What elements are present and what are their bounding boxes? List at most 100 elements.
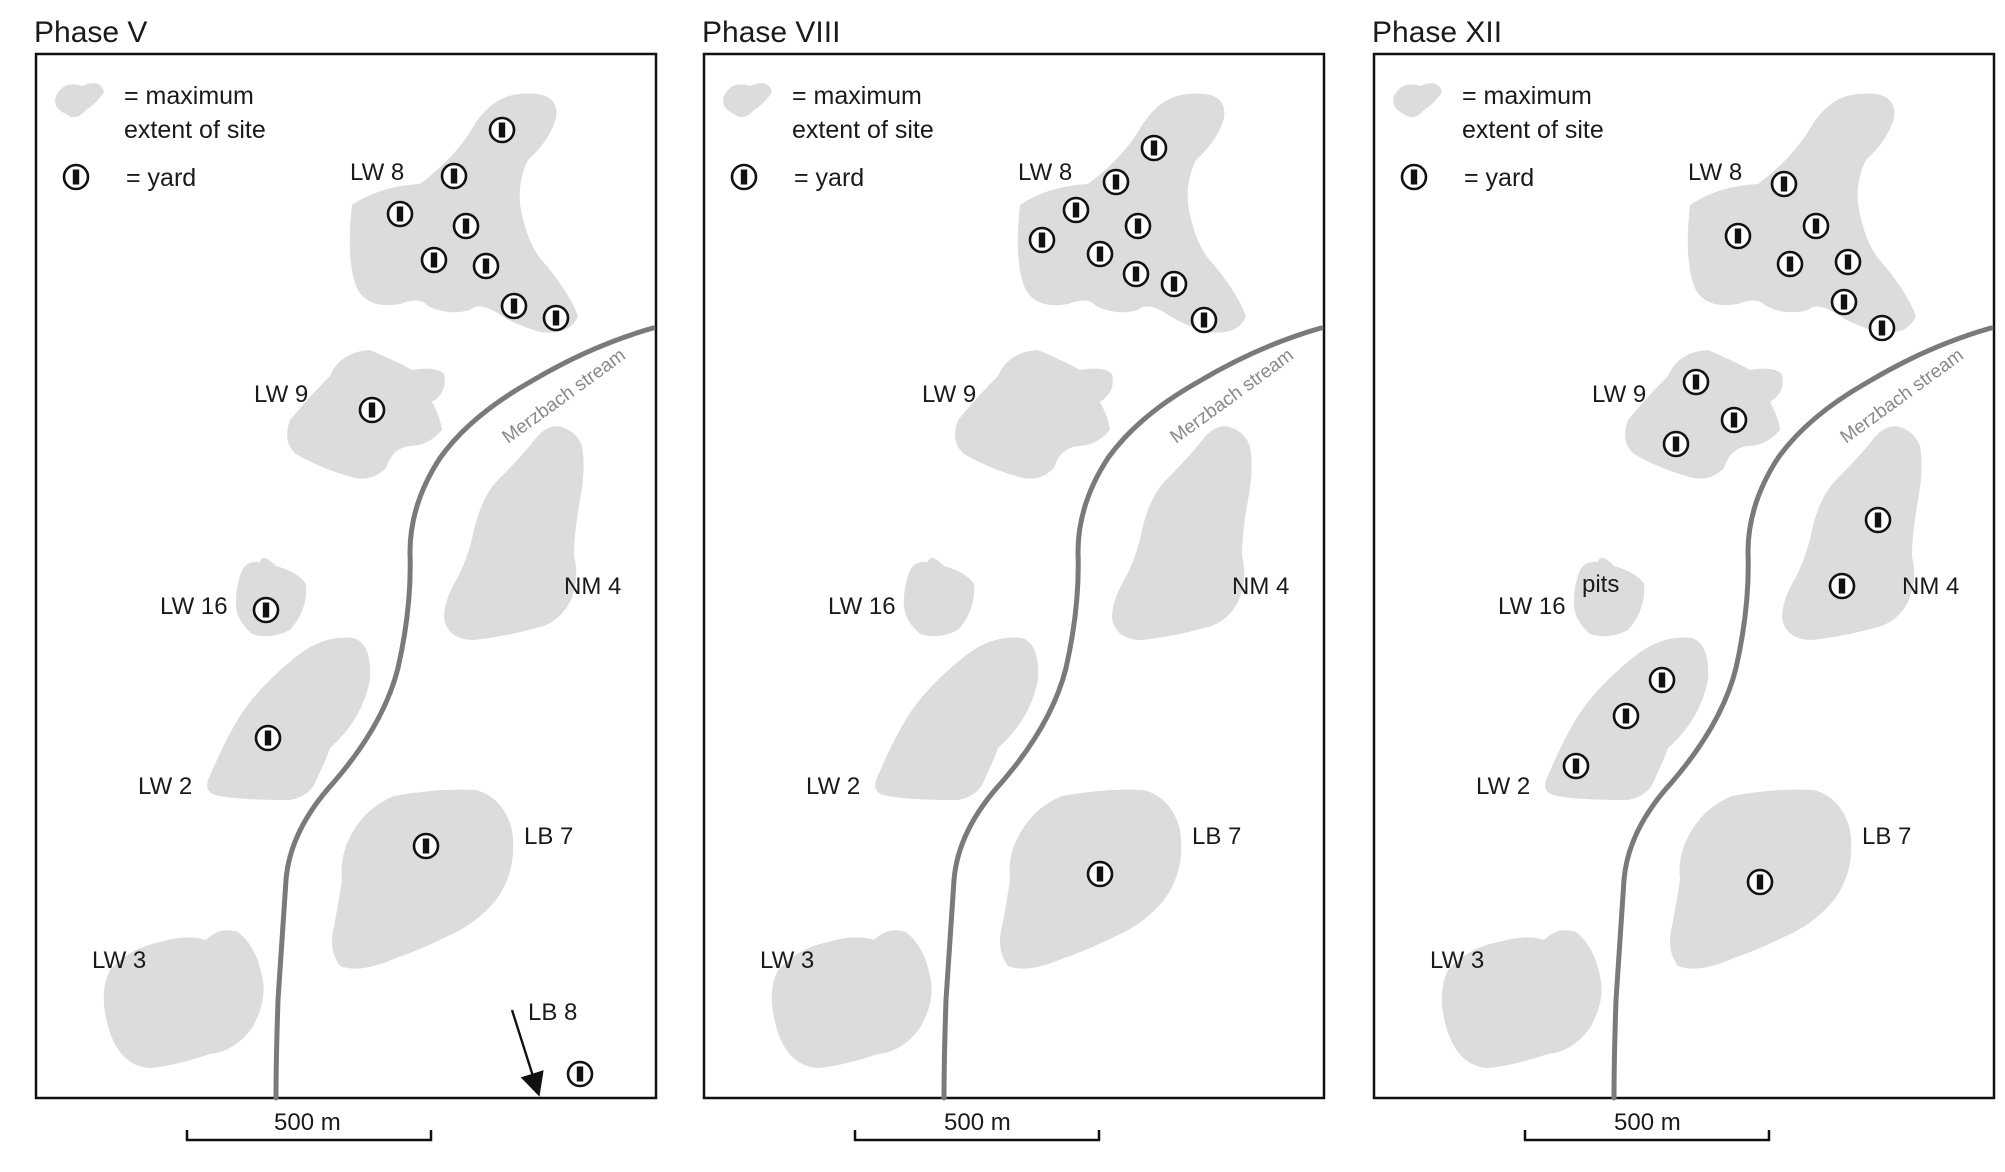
yard-icon — [1562, 752, 1590, 780]
site-label-lw3: LW 3 — [1430, 947, 1484, 974]
legend-yard-label: = yard — [126, 164, 196, 192]
site-extent-lw8 — [1687, 93, 1916, 333]
arrow-icon — [510, 1009, 544, 1097]
yard-icon — [500, 292, 528, 320]
site-label-lb8: LB 8 — [528, 999, 577, 1026]
site-extent-icon — [723, 83, 772, 118]
legend-extent-line2: extent of site — [792, 116, 934, 144]
yard-icon — [730, 163, 758, 191]
yard-icon — [1868, 314, 1896, 342]
yard-icon — [1612, 702, 1640, 730]
merzbach-stream — [273, 325, 656, 1101]
panel-phase-xii: Phase XII = maximum extent of site = yar… — [1372, 16, 1996, 1142]
yard-icon — [1776, 250, 1804, 278]
yard-icon — [1770, 170, 1798, 198]
scale-bar: 500 m — [1523, 1109, 1771, 1142]
legend-extent-line2: extent of site — [1462, 116, 1604, 144]
yard-icon — [254, 724, 282, 752]
site-label-lw16: LW 16 — [828, 593, 896, 620]
yard-icon — [452, 212, 480, 240]
yard-icon — [1028, 226, 1056, 254]
yard-icon — [1086, 860, 1114, 888]
merzbach-stream — [1611, 325, 1994, 1101]
site-label-nm4: NM 4 — [1902, 573, 1959, 600]
site-extent-nm4 — [1782, 426, 1922, 640]
site-label-lw9: LW 9 — [254, 381, 308, 408]
site-label-lw2: LW 2 — [1476, 773, 1530, 800]
yard-icon — [1124, 212, 1152, 240]
site-label-lb7: LB 7 — [1862, 823, 1911, 850]
yard-icon — [1160, 270, 1188, 298]
yard-icon — [1400, 163, 1428, 191]
site-label-nm4: NM 4 — [1232, 573, 1289, 600]
scale-label: 500 m — [274, 1109, 341, 1136]
site-extent-lw16 — [1573, 557, 1645, 637]
site-extent-lw2 — [207, 637, 371, 800]
yard-icon — [1830, 288, 1858, 316]
yard-icon — [412, 832, 440, 860]
panel-phase-viii: Phase VIII = maximum extent of site = ya… — [702, 16, 1326, 1142]
yard-icon — [1102, 168, 1130, 196]
legend-extent-line1: = maximum — [1462, 82, 1592, 110]
site-label-lw16: LW 16 — [1498, 593, 1566, 620]
site-extent-lw8 — [1017, 93, 1246, 333]
site-extent-lw16 — [903, 557, 975, 637]
site-label-lw2: LW 2 — [806, 773, 860, 800]
legend-yard-label: = yard — [794, 164, 864, 192]
scale-label: 500 m — [1614, 1109, 1681, 1136]
site-label-lw8: LW 8 — [1688, 159, 1742, 186]
panel-title: Phase V — [34, 16, 147, 49]
legend-extent-line2: extent of site — [124, 116, 266, 144]
site-label-nm4: NM 4 — [564, 573, 621, 600]
site-label-lw16: LW 16 — [160, 593, 228, 620]
yard-icon — [1864, 506, 1892, 534]
site-extent-icon — [55, 83, 104, 118]
site-extent-lw9 — [955, 350, 1113, 479]
site-extent-lw2 — [875, 637, 1039, 800]
yard-icon — [1662, 430, 1690, 458]
yard-icon — [1682, 368, 1710, 396]
panel-title: Phase VIII — [702, 16, 840, 49]
yard-icon — [1802, 212, 1830, 240]
yard-icon — [386, 200, 414, 228]
site-extent-lw16 — [235, 557, 307, 637]
yard-icon — [1140, 134, 1168, 162]
site-label-lb7: LB 7 — [1192, 823, 1241, 850]
yard-icon — [62, 163, 90, 191]
yard-icon — [1190, 306, 1218, 334]
site-extent-lw3 — [103, 930, 264, 1068]
panel-phase-v: Phase V = maximum extent of site = yard … — [34, 16, 658, 1142]
scale-bar: 500 m — [853, 1109, 1101, 1142]
yard-icon — [1122, 260, 1150, 288]
site-label-lw9: LW 9 — [922, 381, 976, 408]
yard-icon — [440, 162, 468, 190]
legend-yard-label: = yard — [1464, 164, 1534, 192]
legend-extent-line1: = maximum — [124, 82, 254, 110]
yard-icon — [1720, 406, 1748, 434]
yard-icon — [252, 596, 280, 624]
yard-icon — [1062, 196, 1090, 224]
yard-icon — [358, 396, 386, 424]
note-pits: pits — [1582, 571, 1619, 598]
site-label-lw8: LW 8 — [350, 159, 404, 186]
yard-icon — [1724, 222, 1752, 250]
site-extent-lw3 — [1441, 930, 1602, 1068]
yard-icon — [1746, 868, 1774, 896]
yard-icon — [488, 116, 516, 144]
merzbach-stream — [941, 325, 1324, 1101]
panel-title: Phase XII — [1372, 16, 1502, 49]
yard-icon — [1086, 240, 1114, 268]
site-extent-lb7 — [332, 789, 514, 969]
site-label-lw3: LW 3 — [92, 947, 146, 974]
yard-icon — [1834, 248, 1862, 276]
site-label-lw3: LW 3 — [760, 947, 814, 974]
site-extent-lw3 — [771, 930, 932, 1068]
site-label-lw2: LW 2 — [138, 773, 192, 800]
yard-icon — [420, 246, 448, 274]
yard-icon — [542, 304, 570, 332]
site-label-lw8: LW 8 — [1018, 159, 1072, 186]
legend-extent-line1: = maximum — [792, 82, 922, 110]
yard-icon — [472, 252, 500, 280]
yard-icon — [1828, 572, 1856, 600]
